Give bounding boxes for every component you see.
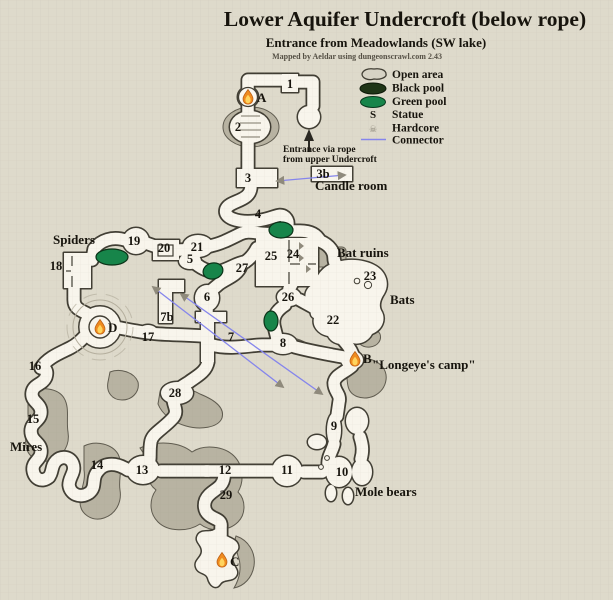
legend: S ☠ Open area Black pool Green pool Stat… [359,68,446,147]
room-label-24: 24 [287,247,300,261]
green-pool [263,310,279,332]
entrance-arrow [304,129,314,152]
spiral-ring [72,299,128,355]
green-pool [268,221,294,239]
legend-label-green-pool: Green pool [392,96,446,108]
pillars [318,277,373,470]
green-pool [95,248,129,266]
room-label-20: 20 [158,241,171,255]
area-label: Candle room [315,178,388,193]
room-label-2: 2 [235,120,241,134]
legend-label-connector: Connector [392,135,444,147]
connector-line [275,171,347,185]
hardcore-icon: ☠ [369,125,377,135]
legend-label-open-area: Open area [392,69,443,81]
legend-label-hardcore: Hardcore [392,123,439,135]
area-label: Mires [10,439,42,454]
area-label: Bats [390,292,415,307]
room-label-3b: 3b [316,167,329,181]
area-label: Mole bears [355,484,417,499]
ladder-rungs [240,115,261,138]
credit-line: Mapped by Aeldar using dungeonscrawl.com… [272,52,442,61]
room-label-7: 7 [228,330,234,344]
connectors [151,171,347,396]
camp-label-B: B [363,351,372,366]
room-label-9: 9 [331,419,337,433]
legend-label-statue: Statue [392,109,423,121]
camp-label-C: C [230,554,239,569]
connector-line [179,292,324,396]
open-area-icon [361,68,387,81]
room-label-4: 4 [255,207,262,221]
rubble-markers [299,242,311,273]
room-label-14: 14 [91,458,104,472]
room-label-26: 26 [282,290,295,304]
room-label-1: 1 [287,77,293,91]
room-label-3: 3 [245,171,251,185]
area-label: "Longeye's camp" [372,357,476,372]
room-label-5: 5 [187,252,193,266]
room-label-19: 19 [128,234,141,248]
room-label-12: 12 [219,463,232,477]
room-label-27: 27 [236,261,249,275]
room-label-11: 11 [281,463,293,477]
area-label: Bat ruins [337,245,389,260]
room-label-17: 17 [142,330,155,344]
room-label-8: 8 [280,336,286,350]
room-label-6: 6 [204,290,210,304]
map-header: Lower Aquifer Undercroft (below rope) En… [224,7,586,61]
room-label-16: 16 [29,359,42,373]
room-label-7b: 7b [160,310,173,324]
entrance-note-line2: from upper Undercroft [283,155,378,165]
page-subtitle: Entrance from Meadowlands (SW lake) [266,35,487,50]
statue-icon: S [370,109,376,121]
room-label-22: 22 [327,313,340,327]
room-label-25: 25 [265,249,278,263]
room-label-21: 21 [191,240,204,254]
room-label-13: 13 [136,463,149,477]
black-pool-icon [359,82,387,95]
room-label-29: 29 [220,488,233,502]
room-label-23: 23 [364,269,377,283]
green-pool [202,262,224,280]
interior-walls [66,240,316,287]
entrance-note-line1: Entrance via rope [283,145,356,155]
camp-label-D: D [108,320,117,335]
green-pool-icon [360,96,386,108]
legend-label-black-pool: Black pool [392,83,444,95]
page-title: Lower Aquifer Undercroft (below rope) [224,7,586,31]
area-label: Spiders [53,232,95,247]
spiral-ring [66,293,134,361]
room-label-18: 18 [50,259,63,273]
room-label-28: 28 [169,386,182,400]
camp-label-A: A [257,90,267,105]
room-label-15: 15 [27,412,40,426]
room-label-10: 10 [336,465,349,479]
